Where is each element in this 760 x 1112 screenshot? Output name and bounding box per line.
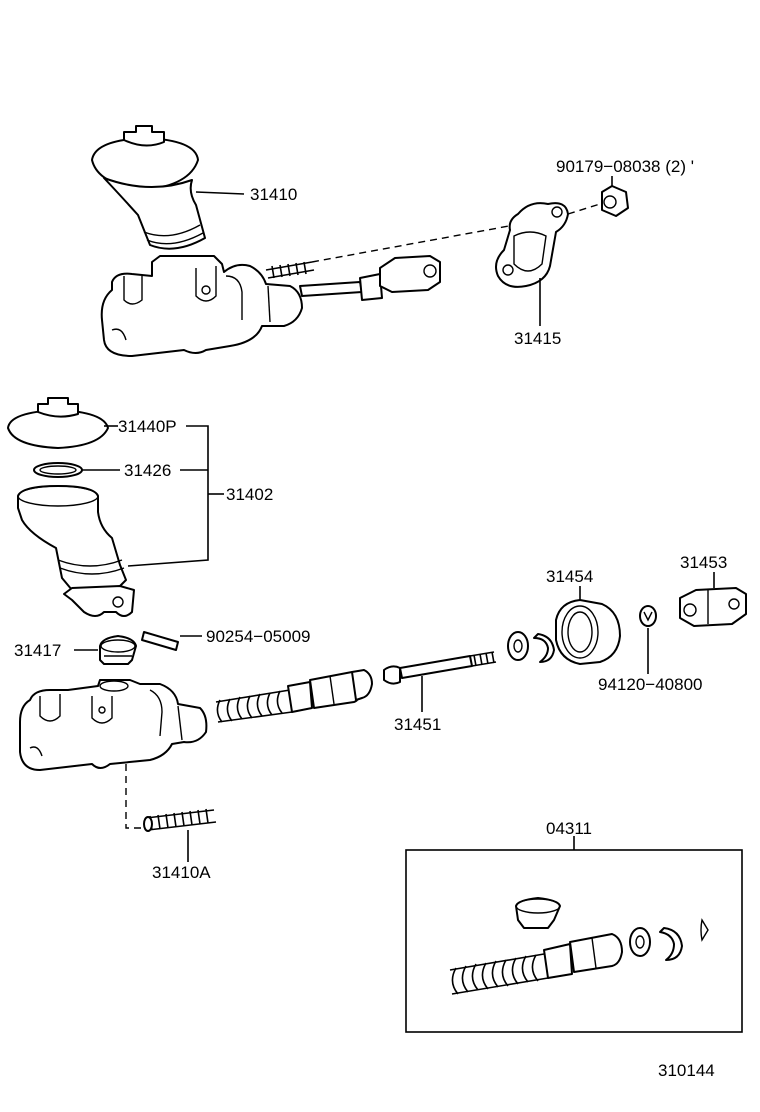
label-31451: 31451 xyxy=(394,715,441,734)
gasket-31415 xyxy=(495,202,569,288)
seal-31426 xyxy=(33,462,83,478)
label-31410: 31410 xyxy=(250,185,297,204)
master-cylinder-assembly xyxy=(91,125,521,357)
nut-90179 xyxy=(567,185,629,217)
label-31453: 31453 xyxy=(680,553,727,572)
bracket-31402 xyxy=(127,425,209,567)
stud-guide xyxy=(125,764,148,829)
label-04311: 04311 xyxy=(546,819,592,838)
label-31426: 31426 xyxy=(124,461,171,480)
pin-90254 xyxy=(141,631,179,651)
leader-31410 xyxy=(195,191,245,195)
stud-31410A xyxy=(143,808,217,832)
figure-number: 310144 xyxy=(658,1061,715,1080)
clevis-31453 xyxy=(679,587,747,627)
label-31410A: 31410A xyxy=(152,863,211,882)
push-rod-31451 xyxy=(383,651,497,685)
label-31415: 31415 xyxy=(514,329,561,348)
label-31417: 31417 xyxy=(14,641,61,660)
nut-94120 xyxy=(639,605,657,627)
washer-clip xyxy=(507,631,555,663)
plug-31417 xyxy=(99,635,137,665)
boot-31454 xyxy=(555,599,621,665)
reservoir-cap-31440P xyxy=(7,397,109,449)
label-31402: 31402 xyxy=(226,485,273,504)
label-90254-05009: 90254−05009 xyxy=(206,627,310,646)
reservoir-31402 xyxy=(17,485,135,617)
label-94120-40800: 94120−40800 xyxy=(598,675,702,694)
kit-contents xyxy=(449,897,709,995)
label-90179-08038: 90179−08038 (2) ' xyxy=(556,157,694,176)
spring-piston xyxy=(215,669,373,723)
cylinder-body xyxy=(19,679,208,771)
label-31440P: 31440P xyxy=(118,417,177,436)
label-31454: 31454 xyxy=(546,567,593,586)
